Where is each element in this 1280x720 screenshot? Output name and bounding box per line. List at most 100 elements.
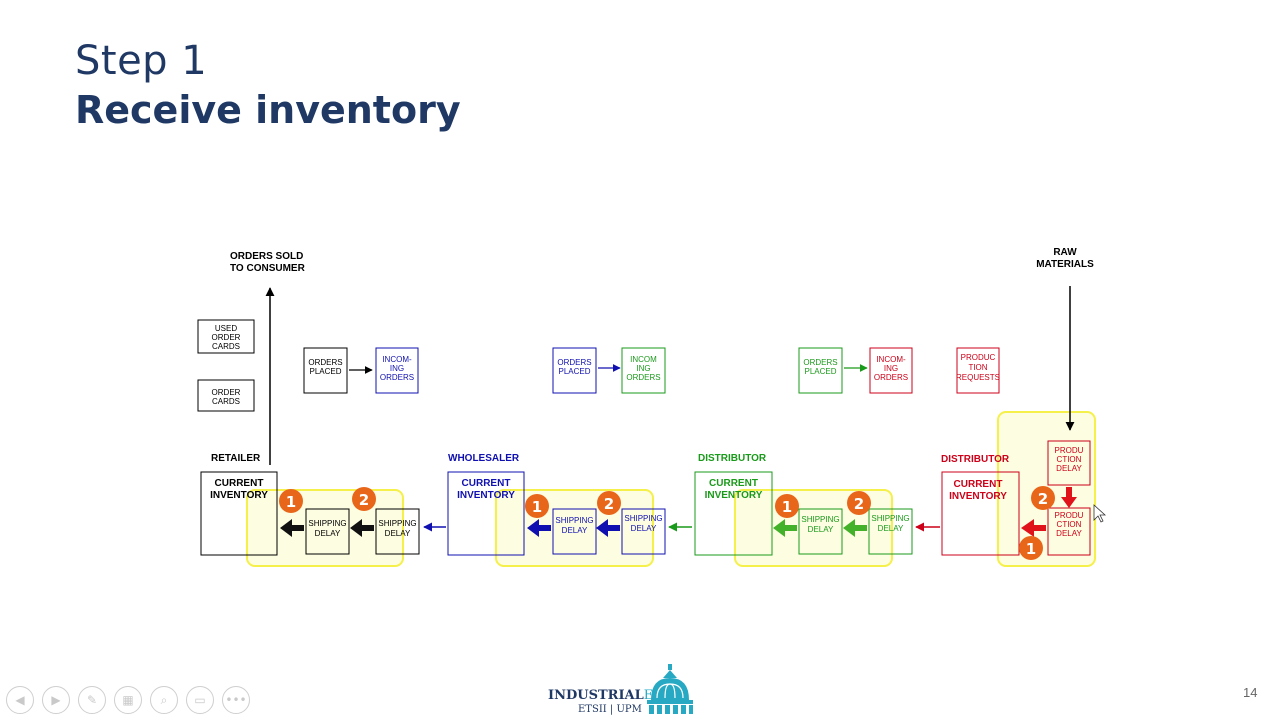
marker-retailer-2 bbox=[352, 487, 376, 511]
svg-text:DELAY: DELAY bbox=[878, 524, 904, 533]
svg-text:TION: TION bbox=[968, 363, 987, 372]
more-icon[interactable]: ••• bbox=[222, 686, 250, 714]
svg-text:INVENTORY: INVENTORY bbox=[457, 490, 515, 501]
distributor-label: DISTRIBUTOR bbox=[698, 453, 767, 464]
svg-text:1: 1 bbox=[532, 498, 542, 516]
factory-inventory-box bbox=[941, 471, 1020, 556]
page-number: 14 bbox=[1243, 685, 1258, 700]
bold-arrow-retailer-1 bbox=[280, 519, 304, 537]
dome-icon bbox=[647, 664, 693, 714]
retailer-orders-placed bbox=[303, 347, 348, 394]
pen-icon[interactable]: ✎ bbox=[78, 686, 106, 714]
order-cards-box bbox=[197, 379, 255, 412]
svg-text:SHIPPING: SHIPPING bbox=[555, 516, 593, 525]
svg-text:DELAY: DELAY bbox=[808, 525, 834, 534]
svg-text:ORDERS: ORDERS bbox=[308, 358, 342, 367]
svg-text:SHIPPING: SHIPPING bbox=[308, 519, 346, 528]
next-icon[interactable]: ▶ bbox=[42, 686, 70, 714]
used-order-cards-box bbox=[197, 319, 255, 354]
svg-text:ORDERS: ORDERS bbox=[380, 373, 414, 382]
subtitles-icon[interactable]: ▭ bbox=[186, 686, 214, 714]
industriales-logo: INDUSTRIALES ETSII | UPM bbox=[548, 664, 698, 716]
slide-title-step: Step 1 bbox=[75, 38, 208, 84]
svg-text:DELAY: DELAY bbox=[315, 529, 341, 538]
svg-text:PRODU: PRODU bbox=[1055, 511, 1084, 520]
distributor-inventory-box bbox=[694, 471, 773, 556]
retailer-incoming-orders bbox=[375, 347, 419, 394]
factory-label: DISTRIBUTOR bbox=[941, 454, 1010, 465]
orders-sold-label-2: TO CONSUMER bbox=[230, 263, 306, 274]
wholesaler-orders-placed bbox=[552, 347, 597, 394]
wholesaler-incoming-orders bbox=[621, 347, 666, 394]
marker-wholesaler-2 bbox=[597, 491, 621, 515]
svg-text:PRODUC: PRODUC bbox=[961, 353, 996, 362]
slide-title-main: Receive inventory bbox=[75, 88, 461, 132]
retailer-shipping-delay-2 bbox=[375, 508, 420, 555]
production-requests-box bbox=[956, 347, 1000, 394]
presentation-controls: ◀ ▶ ✎ ▦ ⌕ ▭ ••• bbox=[6, 686, 250, 714]
svg-text:ORDERS: ORDERS bbox=[874, 373, 908, 382]
svg-text:PLACED: PLACED bbox=[804, 367, 836, 376]
svg-text:INVENTORY: INVENTORY bbox=[949, 491, 1007, 502]
wholesaler-label: WHOLESALER bbox=[448, 453, 520, 464]
svg-text:ORDERS: ORDERS bbox=[557, 358, 591, 367]
wholesaler-shipping-delay-2 bbox=[621, 508, 666, 555]
raw-materials-label-2: MATERIALS bbox=[1036, 259, 1094, 270]
bold-arrow-wholesaler-2 bbox=[596, 519, 620, 537]
svg-text:SHIPPING: SHIPPING bbox=[624, 514, 662, 523]
retailer-shipping-delay-1 bbox=[305, 508, 350, 555]
raw-materials-label: RAW bbox=[1053, 247, 1077, 258]
svg-text:DELAY: DELAY bbox=[562, 526, 588, 535]
svg-text:INCOM: INCOM bbox=[630, 355, 657, 364]
svg-text:DELAY: DELAY bbox=[631, 524, 657, 533]
marker-factory-1 bbox=[1019, 536, 1043, 560]
marker-factory-2 bbox=[1031, 486, 1055, 510]
retailer-inventory-box bbox=[200, 471, 278, 556]
svg-text:1: 1 bbox=[1026, 540, 1036, 558]
svg-text:CURRENT: CURRENT bbox=[462, 478, 511, 489]
svg-text:ORDERS: ORDERS bbox=[803, 358, 837, 367]
svg-text:1: 1 bbox=[782, 498, 792, 516]
svg-text:ORDERS: ORDERS bbox=[626, 373, 660, 382]
mouse-cursor-icon bbox=[1093, 504, 1107, 523]
orders-sold-label: ORDERS SOLD bbox=[230, 251, 303, 262]
used-order-cards-text-3: CARDS bbox=[212, 342, 240, 351]
svg-text:CURRENT: CURRENT bbox=[709, 478, 758, 489]
distributor-shipping-delay-2 bbox=[868, 508, 913, 555]
distributor-incoming-orders bbox=[869, 347, 913, 394]
bold-arrow-distributor-1 bbox=[773, 519, 797, 537]
marker-distributor-2 bbox=[847, 491, 871, 515]
retailer-label: RETAILER bbox=[211, 453, 261, 464]
svg-text:CURRENT: CURRENT bbox=[215, 478, 264, 489]
bold-arrow-factory-1 bbox=[1021, 519, 1046, 537]
marker-wholesaler-1 bbox=[525, 494, 549, 518]
svg-text:INVENTORY: INVENTORY bbox=[210, 490, 268, 501]
distributor-orders-placed bbox=[798, 347, 843, 394]
previous-icon[interactable]: ◀ bbox=[6, 686, 34, 714]
wholesaler-inventory-box bbox=[447, 471, 525, 556]
svg-text:ING: ING bbox=[636, 364, 650, 373]
svg-text:DELAY: DELAY bbox=[1056, 464, 1082, 473]
svg-text:SHIPPING: SHIPPING bbox=[801, 515, 839, 524]
production-delay-top bbox=[1047, 440, 1091, 486]
svg-text:2: 2 bbox=[359, 491, 369, 509]
svg-text:REQUESTS: REQUESTS bbox=[956, 373, 1000, 382]
svg-text:1: 1 bbox=[286, 493, 296, 511]
step-markers: 1 2 1 2 1 2 2 1 bbox=[279, 486, 1055, 560]
svg-text:INCOM-: INCOM- bbox=[382, 355, 412, 364]
step-arrows bbox=[280, 487, 1077, 537]
logo-subtitle: ETSII | UPM bbox=[578, 704, 642, 715]
order-cards-text-2: CARDS bbox=[212, 397, 240, 406]
svg-text:CTION: CTION bbox=[1057, 520, 1082, 529]
zoom-icon[interactable]: ⌕ bbox=[150, 686, 178, 714]
distributor-shipping-delay-1 bbox=[798, 508, 843, 555]
order-cards-text: ORDER bbox=[212, 388, 241, 397]
svg-text:2: 2 bbox=[854, 495, 864, 513]
svg-text:CTION: CTION bbox=[1057, 455, 1082, 464]
bold-arrow-retailer-2 bbox=[350, 519, 374, 537]
svg-text:CURRENT: CURRENT bbox=[954, 479, 1003, 490]
bold-arrow-factory-2 bbox=[1061, 487, 1077, 508]
slides-icon[interactable]: ▦ bbox=[114, 686, 142, 714]
svg-text:ING: ING bbox=[390, 364, 404, 373]
svg-text:PLACED: PLACED bbox=[309, 367, 341, 376]
